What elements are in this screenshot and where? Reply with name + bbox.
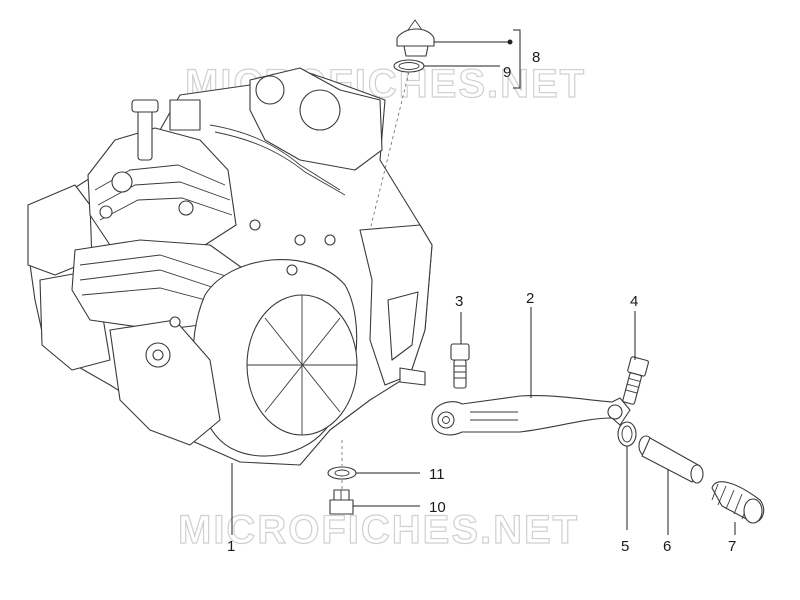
- callout-5: 5: [621, 538, 629, 555]
- callout-1: 1: [227, 538, 235, 555]
- callout-10: 10: [429, 499, 446, 516]
- callout-4: 4: [630, 293, 638, 310]
- callout-6: 6: [663, 538, 671, 555]
- part-7-rubber[interactable]: [711, 481, 765, 524]
- leader-lines: [231, 29, 736, 535]
- callout-3: 3: [455, 293, 463, 310]
- engine-assembly[interactable]: [27, 67, 433, 466]
- callout-2: 2: [526, 290, 534, 307]
- part-8-filler-cap[interactable]: [396, 19, 435, 57]
- part-9-o-ring[interactable]: [393, 59, 425, 73]
- part-2-gear-lever[interactable]: [431, 395, 631, 436]
- part-10-drain-plug[interactable]: [329, 489, 354, 515]
- part-11-washer[interactable]: [327, 466, 357, 480]
- part-6-pin[interactable]: [638, 435, 704, 484]
- part-4-bolt[interactable]: [620, 356, 649, 405]
- part-5-circlip[interactable]: [617, 421, 637, 447]
- part-3-bolt[interactable]: [450, 343, 470, 389]
- watermark-bottom: MICROFICHES.NET: [178, 508, 579, 552]
- callout-7: 7: [728, 538, 736, 555]
- callout-9: 9: [503, 64, 511, 81]
- callout-11: 11: [429, 466, 445, 483]
- callout-8: 8: [532, 49, 540, 66]
